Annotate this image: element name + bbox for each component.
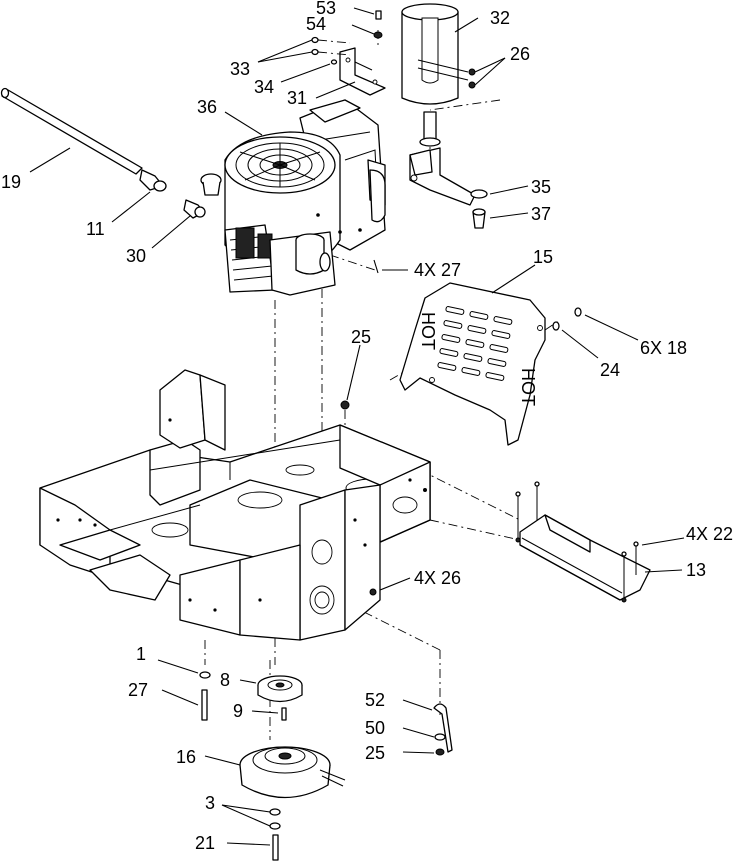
callout-26: 26 bbox=[510, 44, 530, 64]
callout-4x26: 4X 26 bbox=[414, 568, 461, 588]
heat-shield: HOT HOT bbox=[399, 282, 582, 446]
callout-50: 50 bbox=[365, 718, 385, 738]
callout-30: 30 bbox=[126, 246, 146, 266]
callout-25-upper: 25 bbox=[351, 327, 371, 347]
callout-53: 53 bbox=[316, 0, 336, 18]
callout-15: 15 bbox=[533, 247, 553, 267]
top-hardware bbox=[311, 10, 476, 89]
callout-34: 34 bbox=[254, 77, 274, 97]
callout-3: 3 bbox=[205, 793, 215, 813]
callout-labels: 53 54 32 26 33 34 31 36 19 11 30 35 37 4… bbox=[1, 0, 733, 853]
callout-13: 13 bbox=[686, 560, 706, 580]
callout-37: 37 bbox=[531, 204, 551, 224]
callout-31: 31 bbox=[287, 88, 307, 108]
leader-lines bbox=[29, 7, 685, 846]
lower-hardware bbox=[199, 259, 453, 861]
callout-6x18: 6X 18 bbox=[640, 338, 687, 358]
callout-35: 35 bbox=[531, 177, 551, 197]
tube-assembly bbox=[401, 3, 488, 229]
engine bbox=[200, 99, 386, 296]
callout-9: 9 bbox=[233, 701, 243, 721]
callout-24: 24 bbox=[600, 360, 620, 380]
bracket-31 bbox=[339, 47, 386, 96]
callout-11: 11 bbox=[86, 219, 105, 239]
callout-21: 21 bbox=[195, 833, 215, 853]
skid-plate bbox=[515, 481, 651, 603]
callout-52: 52 bbox=[365, 690, 385, 710]
callout-36: 36 bbox=[197, 97, 217, 117]
callout-8: 8 bbox=[220, 670, 230, 690]
shield-text-lower: HOT bbox=[518, 368, 538, 406]
callout-1: 1 bbox=[136, 644, 146, 664]
callout-4x27: 4X 27 bbox=[414, 260, 461, 280]
callout-25-lower: 25 bbox=[365, 743, 385, 763]
callout-32: 32 bbox=[490, 8, 510, 28]
callout-33: 33 bbox=[230, 59, 250, 79]
callout-54: 54 bbox=[306, 14, 326, 34]
shield-text-upper: HOT bbox=[418, 312, 438, 350]
callout-4x22: 4X 22 bbox=[686, 524, 733, 544]
shield-vent-slots bbox=[437, 306, 513, 381]
callout-16: 16 bbox=[176, 747, 196, 767]
callout-27-lower: 27 bbox=[128, 680, 148, 700]
fuel-line bbox=[0, 87, 206, 219]
chassis-frame bbox=[39, 369, 431, 641]
callout-19: 19 bbox=[1, 172, 21, 192]
